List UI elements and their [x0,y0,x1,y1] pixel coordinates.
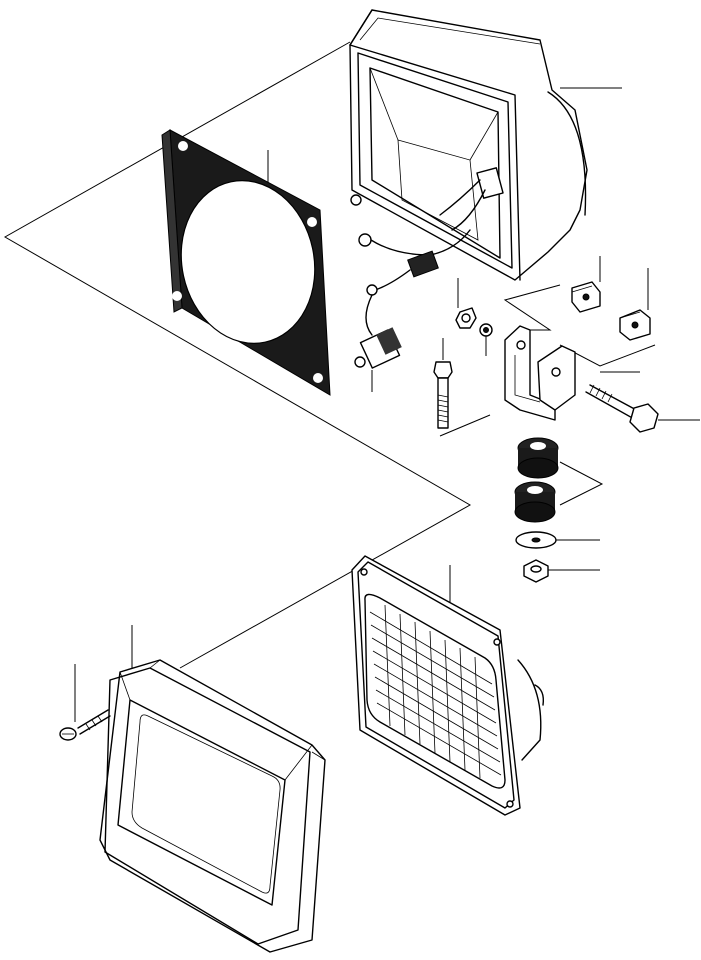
rubber-mount [514,437,604,523]
square-nut [571,256,601,313]
bolt-long [585,371,700,433]
connector [354,294,402,392]
nut [455,278,477,329]
lock-washer [479,323,493,356]
bolt-short [433,338,453,429]
flat-washer [515,531,600,549]
screw [59,664,111,741]
sealed-beam-lens [351,555,545,816]
bracket [504,325,576,421]
lock-nut [523,559,600,583]
bezel-rim [99,625,326,953]
gasket [161,129,331,396]
lamp-housing [349,9,622,281]
spacer-block [619,268,651,341]
